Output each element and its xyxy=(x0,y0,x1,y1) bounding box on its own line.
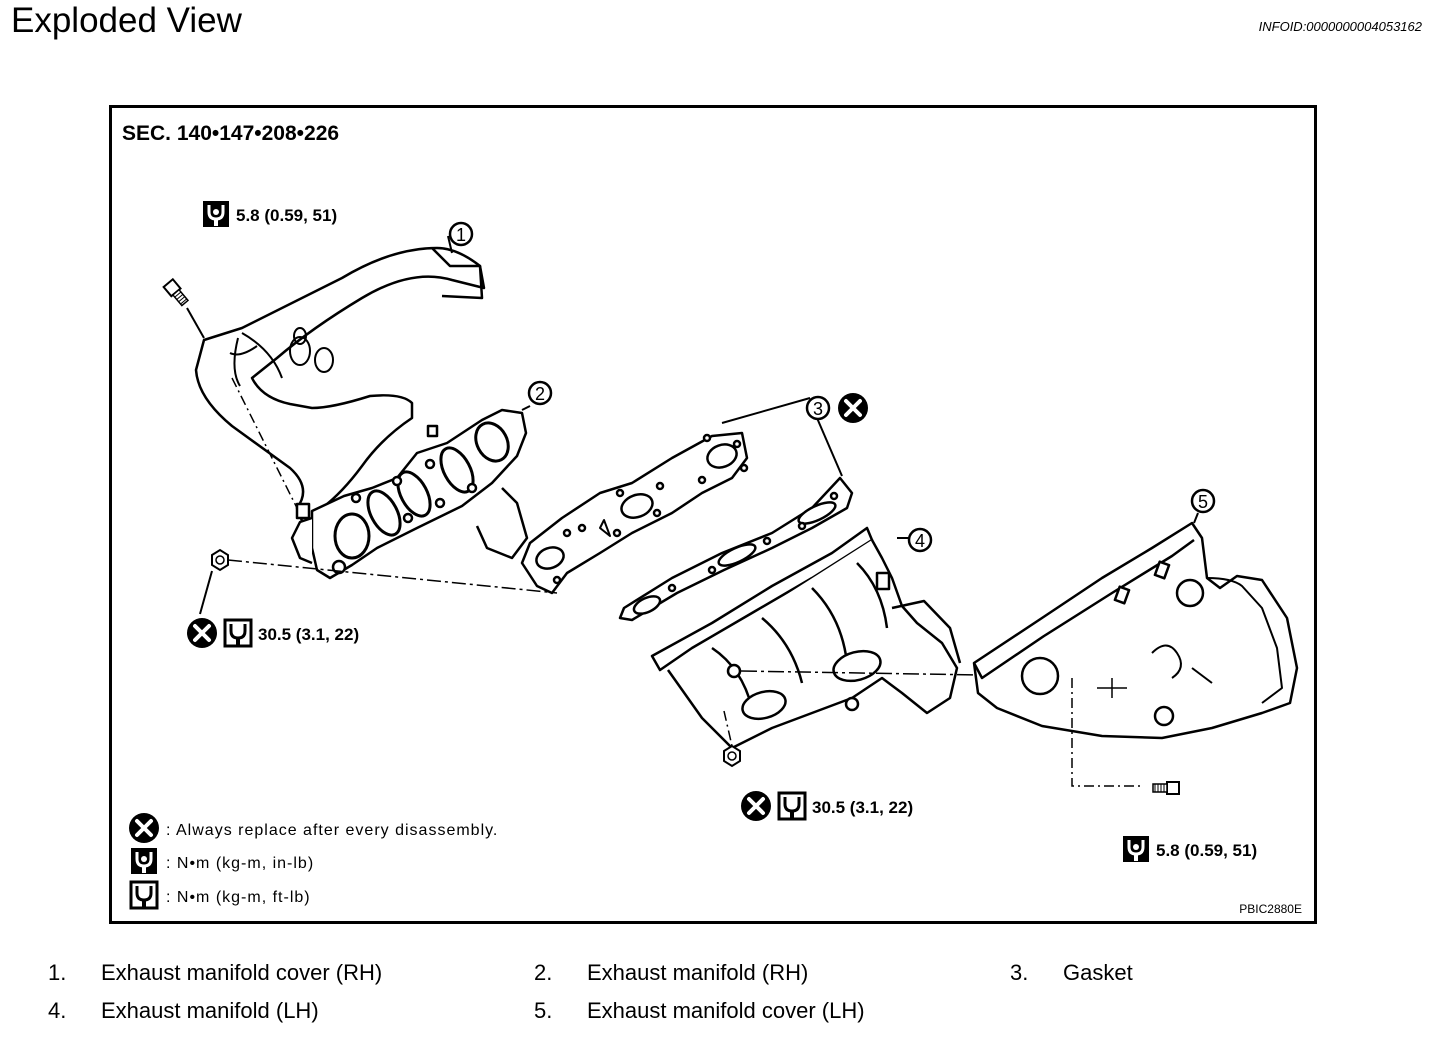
replace-icon xyxy=(185,616,219,650)
gasket-lh xyxy=(618,476,854,622)
torque-wrench-inlb-icon xyxy=(201,199,231,229)
torque-wrench-inlb-icon xyxy=(1121,834,1151,864)
figure-code: PBIC2880E xyxy=(1239,902,1302,916)
torque-cover-rh: 5.8 (0.59, 51) xyxy=(201,199,337,229)
exhaust-manifold-cover-lh xyxy=(972,521,1299,740)
section-label: SEC. 140•147•208•226 xyxy=(122,122,339,145)
part-number: 5. xyxy=(534,998,553,1023)
callout-3: 3 xyxy=(805,391,870,425)
exploded-view-figure: SEC. 140•147•208•226 xyxy=(109,105,1317,924)
part-name: Exhaust manifold (RH) xyxy=(587,960,809,985)
exhaust-manifold-rh xyxy=(290,408,529,580)
torque-wrench-inlb-icon xyxy=(129,846,159,876)
svg-text:5: 5 xyxy=(1198,492,1208,512)
part-number: 4. xyxy=(48,998,67,1023)
page-title: Exploded View xyxy=(11,1,242,40)
svg-text:4: 4 xyxy=(915,531,925,551)
legend-inlb: : N•m (kg-m, in-lb) xyxy=(166,855,314,872)
exhaust-manifold-lh xyxy=(650,526,962,750)
part-number: 3. xyxy=(1010,960,1029,985)
svg-text:30.5 (3.1, 22): 30.5 (3.1, 22) xyxy=(812,798,913,817)
torque-wrench-ftlb-icon xyxy=(129,880,159,910)
callout-2: 2 xyxy=(521,380,553,411)
callout-4: 4 xyxy=(907,527,933,553)
torque-wrench-ftlb-icon xyxy=(223,618,253,648)
torque-manifold-rh: 30.5 (3.1, 22) xyxy=(185,616,359,650)
callout-5: 5 xyxy=(1190,488,1216,524)
replace-icon xyxy=(739,789,773,823)
svg-text:30.5 (3.1, 22): 30.5 (3.1, 22) xyxy=(258,625,359,644)
replace-icon xyxy=(836,391,870,425)
callout-1: 1 xyxy=(447,221,474,254)
legend-ftlb: : N•m (kg-m, ft-lb) xyxy=(166,889,311,906)
svg-text:5.8 (0.59, 51): 5.8 (0.59, 51) xyxy=(236,206,337,225)
legend: : Always replace after every disassembly… xyxy=(127,811,498,910)
part-number: 2. xyxy=(534,960,553,985)
part-name: Exhaust manifold (LH) xyxy=(101,998,319,1023)
part-name: Gasket xyxy=(1063,960,1133,985)
info-id: INFOID:0000000004053162 xyxy=(1258,19,1422,34)
gasket xyxy=(520,431,749,595)
part-name: Exhaust manifold cover (RH) xyxy=(101,960,383,985)
x-circle-icon xyxy=(127,811,161,845)
part-name: Exhaust manifold cover (LH) xyxy=(587,998,865,1023)
exploded-view-drawing: SEC. 140•147•208•226 xyxy=(122,122,1302,916)
legend-replace: : Always replace after every disassembly… xyxy=(166,822,498,839)
svg-text:1: 1 xyxy=(456,225,466,245)
torque-manifold-lh: 30.5 (3.1, 22) xyxy=(739,789,913,823)
torque-wrench-ftlb-icon xyxy=(777,791,807,821)
torque-cover-lh: 5.8 (0.59, 51) xyxy=(1121,834,1257,864)
svg-text:2: 2 xyxy=(535,384,545,404)
svg-text:3: 3 xyxy=(813,399,823,419)
part-number: 1. xyxy=(48,960,67,985)
svg-text:5.8 (0.59, 51): 5.8 (0.59, 51) xyxy=(1156,841,1257,860)
